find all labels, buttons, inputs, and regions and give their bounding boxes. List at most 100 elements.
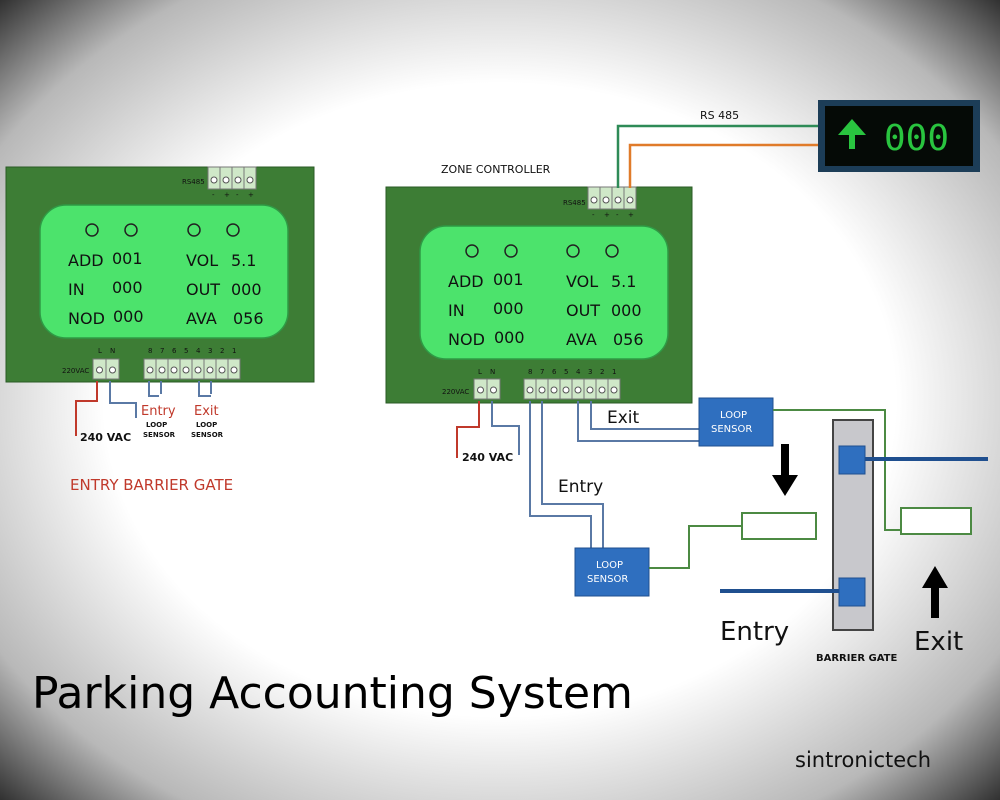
left-io-pin: 8 bbox=[148, 347, 152, 355]
zone-io-pin: 7 bbox=[540, 368, 544, 376]
left-exit-sensor-label-1: LOOP bbox=[196, 421, 217, 429]
exit-sensor-wire bbox=[577, 401, 700, 442]
page-title: Parking Accounting System bbox=[32, 668, 633, 719]
zone-ava-value: 056 bbox=[613, 330, 644, 349]
zone-rs485-pin: + bbox=[604, 211, 610, 219]
brand-label: sintronictech bbox=[795, 748, 931, 772]
left-entry-sensor-label-1: LOOP bbox=[146, 421, 167, 429]
zone-nod-value: 000 bbox=[494, 328, 525, 347]
zone-display-panel bbox=[419, 225, 669, 360]
gate-exit-label: Exit bbox=[914, 627, 963, 657]
left-io-pin: 1 bbox=[232, 347, 236, 355]
zone-rs485-label: RS485 bbox=[563, 199, 586, 207]
left-exit-label: Exit bbox=[194, 404, 219, 419]
entry-loop-sensor bbox=[574, 547, 650, 597]
exit-loop-coil-wire bbox=[773, 409, 901, 531]
exit-sensor-wire bbox=[590, 401, 700, 430]
zone-vol-label: VOL bbox=[566, 272, 598, 291]
zone-io-pin: 4 bbox=[576, 368, 581, 376]
zone-vol-value: 5.1 bbox=[611, 272, 636, 291]
left-io-pin: 7 bbox=[160, 347, 164, 355]
left-entry-wire bbox=[148, 381, 159, 397]
zone-nod-label: NOD bbox=[448, 330, 485, 349]
entry-loop-coil-wire bbox=[649, 525, 742, 569]
left-rs485-pin: - bbox=[236, 191, 239, 199]
zone-in-value: 000 bbox=[493, 299, 524, 318]
zone-io-terminal bbox=[523, 378, 621, 400]
left-power-wire-n bbox=[109, 381, 137, 418]
zone-io-pin: 1 bbox=[612, 368, 616, 376]
zone-out-value: 000 bbox=[611, 301, 642, 320]
left-indicator-led bbox=[187, 223, 201, 237]
zone-io-pin: 6 bbox=[552, 368, 557, 376]
zone-controller: RS485 - + - + ADD 001 IN 000 NOD 000 VOL… bbox=[385, 186, 693, 404]
left-vol-label: VOL bbox=[186, 251, 218, 270]
exit-loop-sensor-line2: SENSOR bbox=[711, 424, 752, 435]
rs485-wire-green bbox=[616, 124, 820, 188]
left-add-value: 001 bbox=[112, 249, 143, 268]
left-add-label: ADD bbox=[68, 251, 104, 270]
zone-io-pin: 8 bbox=[528, 368, 532, 376]
left-power-wire-l bbox=[75, 381, 98, 436]
left-io-pin: 4 bbox=[196, 347, 201, 355]
zone-io-pin: 2 bbox=[600, 368, 604, 376]
entry-loop-coil bbox=[741, 512, 817, 540]
exit-loop-sensor-line1: LOOP bbox=[720, 410, 747, 421]
gate-entry-label: Entry bbox=[720, 617, 789, 647]
entry-sensor-wire bbox=[529, 401, 592, 548]
zone-voltage-label: 240 VAC bbox=[462, 451, 513, 464]
zone-add-value: 001 bbox=[493, 270, 524, 289]
left-rs485-pin: + bbox=[224, 191, 230, 199]
left-rs485-terminal bbox=[207, 166, 257, 190]
left-vol-value: 5.1 bbox=[231, 251, 256, 270]
left-in-label: IN bbox=[68, 280, 85, 299]
entry-barrier-gate-controller: RS485 - + - + ADD 001 IN 000 NOD 000 VOL… bbox=[5, 166, 315, 383]
zone-rs485-pin: - bbox=[592, 211, 595, 219]
barrier-gate-label: BARRIER GATE bbox=[816, 653, 897, 664]
left-indicator-led bbox=[124, 223, 138, 237]
zone-power-terminal bbox=[473, 378, 501, 400]
up-arrow-icon bbox=[838, 119, 866, 149]
left-out-label: OUT bbox=[186, 280, 220, 299]
left-entry-sensor-label-2: SENSOR bbox=[143, 431, 176, 439]
left-power-pin: L bbox=[98, 347, 102, 355]
left-exit-wire bbox=[198, 381, 211, 397]
zone-rs485-pin: + bbox=[628, 211, 634, 219]
zone-rs485-terminal bbox=[587, 186, 637, 210]
zone-power-pin: N bbox=[490, 368, 495, 376]
left-power-label: 220VAC bbox=[62, 367, 89, 375]
left-io-terminal bbox=[143, 358, 241, 380]
left-power-terminal bbox=[92, 358, 120, 380]
zone-ava-label: AVA bbox=[566, 330, 597, 349]
up-arrow-icon bbox=[922, 566, 948, 618]
zone-rs485-pin: - bbox=[616, 211, 619, 219]
zone-io-pin: 5 bbox=[564, 368, 568, 376]
zone-entry-label: Entry bbox=[558, 477, 603, 497]
rs485-link-label: RS 485 bbox=[700, 109, 739, 122]
left-exit-sensor-label-2: SENSOR bbox=[191, 431, 224, 439]
zone-power-pin: L bbox=[478, 368, 482, 376]
count-display-sign: 000 bbox=[818, 100, 980, 172]
entry-barrier-gate-caption: ENTRY BARRIER GATE bbox=[70, 476, 233, 494]
left-ava-label: AVA bbox=[186, 309, 217, 328]
zone-exit-label: Exit bbox=[607, 408, 640, 428]
zone-controller-label: ZONE CONTROLLER bbox=[441, 163, 551, 176]
left-power-pin: N bbox=[110, 347, 115, 355]
zone-out-label: OUT bbox=[566, 301, 600, 320]
zone-indicator-led bbox=[465, 244, 479, 258]
rs485-wire-orange bbox=[628, 143, 820, 188]
zone-io-pin: 3 bbox=[588, 368, 592, 376]
left-io-pin: 5 bbox=[184, 347, 188, 355]
entry-loop-sensor-line2: SENSOR bbox=[587, 574, 628, 585]
zone-power-label: 220VAC bbox=[442, 388, 469, 396]
zone-indicator-led bbox=[566, 244, 580, 258]
left-rs485-pin: + bbox=[248, 191, 254, 199]
left-io-pin: 3 bbox=[208, 347, 212, 355]
exit-loop-coil bbox=[900, 507, 972, 535]
left-voltage-label: 240 VAC bbox=[80, 431, 131, 444]
zone-indicator-led bbox=[504, 244, 518, 258]
left-indicator-led bbox=[226, 223, 240, 237]
entry-loop-sensor-line1: LOOP bbox=[596, 560, 623, 571]
entry-gate-motor bbox=[838, 577, 866, 607]
